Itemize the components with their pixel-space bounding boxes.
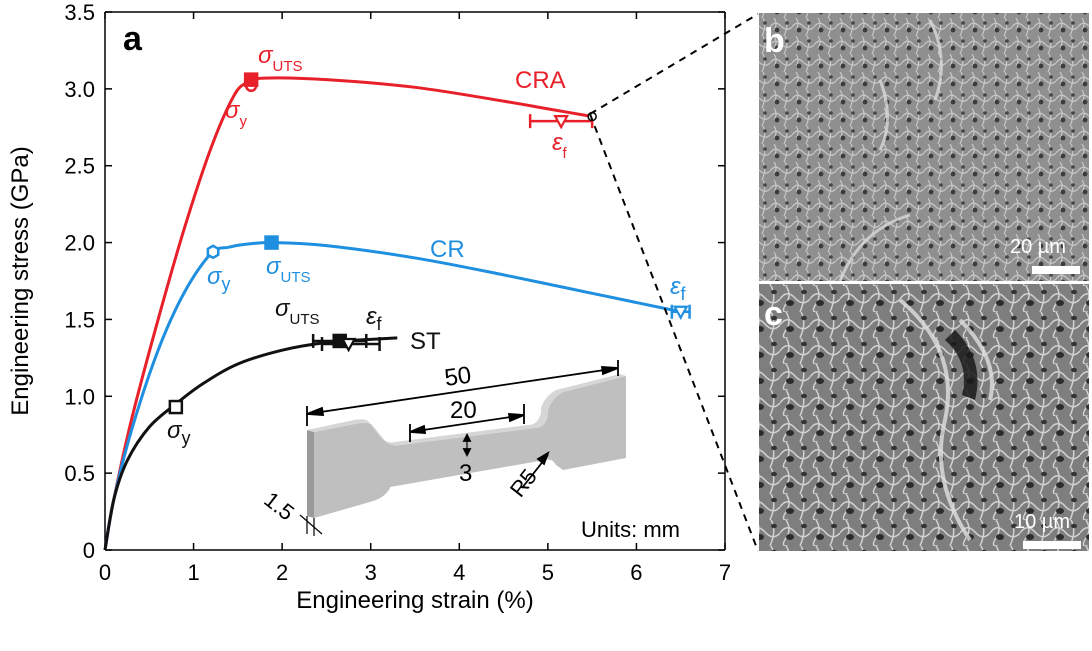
series-line-cr [103, 241, 682, 551]
x-tick-label: 7 [719, 560, 731, 585]
scale-bar-c [1023, 541, 1081, 549]
cr-sigma-uts-label: σUTS [266, 253, 310, 286]
cra-sigma-y-label: σy [225, 97, 247, 130]
scale-bar-b [1032, 266, 1080, 274]
series-label-cra: CRA [515, 67, 566, 94]
y-tick-label: 3.5 [64, 0, 95, 25]
specimen-top-face [307, 374, 626, 446]
marker-cra-sigma_uts [243, 72, 259, 87]
marker-layer [168, 72, 691, 415]
marker-cr-epsilon_f [672, 305, 689, 321]
panel-label-c: c [764, 295, 783, 333]
specimen-inset: 50 20 3 R5 1.5 Units: mm [259, 360, 680, 542]
x-axis-label: Engineering strain (%) [296, 587, 533, 614]
y-axis-label: Engineering stress (GPa) [7, 146, 34, 415]
dim-50-line [306, 367, 619, 415]
x-tick-label: 2 [276, 560, 288, 585]
y-tick-label: 1.0 [64, 384, 95, 409]
x-tick-label: 5 [542, 560, 554, 585]
y-tick-label: 2.0 [64, 231, 95, 256]
y-tick-label: 0.5 [64, 461, 95, 486]
marker-cra-epsilon_f [553, 115, 569, 130]
st-epsilon-f-label: εf [366, 303, 383, 334]
dim-20-line [409, 414, 525, 433]
dim-1p5-line [299, 514, 323, 535]
x-tick-label: 0 [99, 560, 111, 585]
st-sigma-y-label: σy [167, 417, 190, 448]
panel-label-b: b [764, 22, 785, 60]
x-tick-label: 4 [453, 560, 465, 585]
zoom-connectors [589, 13, 759, 552]
panel-label-a: a [123, 20, 143, 58]
annotations: CRA σUTS σy εf CR σy σUTS εf ST σUTS εf … [167, 42, 687, 448]
x-tick-label: 6 [630, 560, 642, 585]
units-text: Units: mm [581, 517, 680, 542]
y-tick-label: 2.5 [64, 154, 95, 179]
plot-frame [104, 11, 726, 551]
y-axis-ticks: 0 0.5 1.0 1.5 2.0 2.5 3.0 3.5 [64, 0, 725, 563]
marker-cr-sigma_y [206, 244, 220, 260]
marker-st-epsilon_f [340, 337, 357, 353]
specimen-side-face [307, 430, 314, 518]
cr-epsilon-f-label: εf [670, 273, 687, 304]
x-tick-label: 3 [365, 560, 377, 585]
st-sigma-uts-label: σUTS [275, 295, 319, 328]
micrograph-c: c 10 µm [759, 284, 1089, 551]
marker-cr-sigma_uts [264, 235, 279, 250]
scale-bar-b-text: 20 µm [1010, 236, 1066, 258]
x-tick-label: 1 [187, 560, 199, 585]
dim-1p5-text: 1.5 [259, 487, 298, 526]
x-axis-ticks: 0 1 2 3 4 5 6 7 [99, 12, 731, 585]
y-tick-label: 1.5 [64, 307, 95, 332]
dim-50-text: 50 [443, 362, 473, 392]
series-label-st: ST [410, 328, 441, 355]
cra-epsilon-f-label: εf [552, 129, 568, 162]
marker-st-sigma_y [168, 399, 184, 415]
y-tick-label: 0 [83, 538, 95, 563]
series-line-cra [103, 76, 593, 551]
micrograph-b: b 20 µm [759, 13, 1089, 282]
dim-3-text: 3 [459, 460, 472, 487]
series-label-cr: CR [430, 236, 465, 263]
cra-sigma-uts-label: σUTS [258, 42, 302, 75]
y-tick-label: 3.0 [64, 77, 95, 102]
scale-bar-c-text: 10 µm [1014, 511, 1070, 533]
cr-sigma-y-label: σy [207, 263, 230, 294]
dim-20-text: 20 [450, 397, 477, 424]
